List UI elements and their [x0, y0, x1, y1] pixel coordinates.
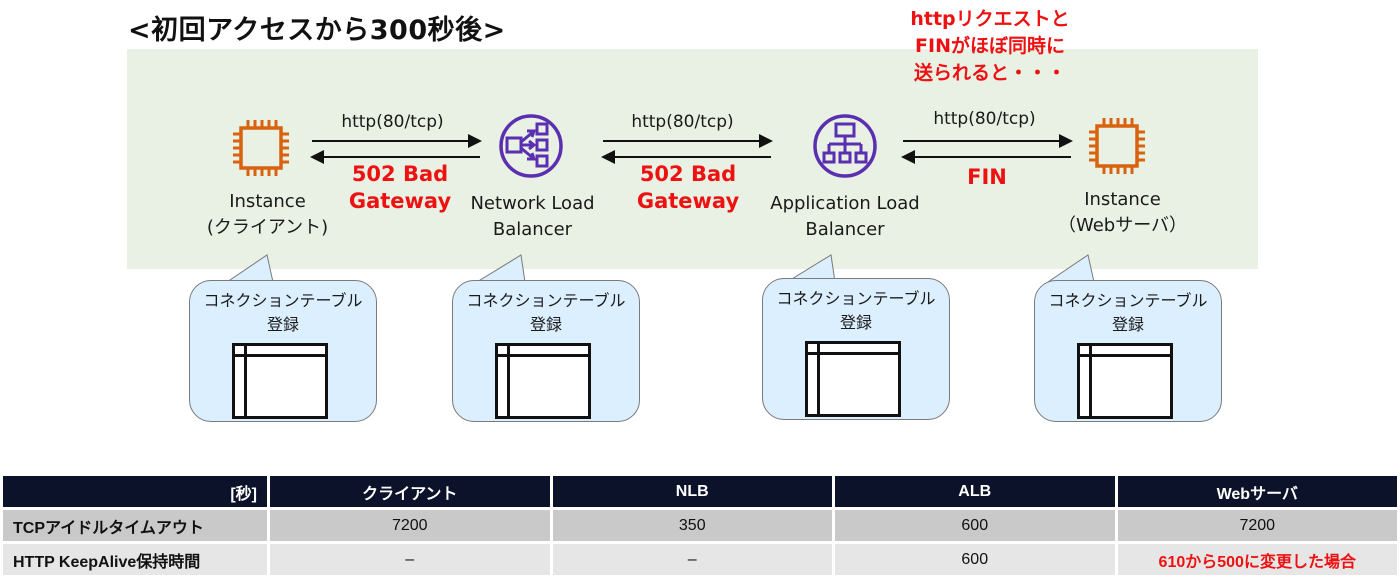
row-label: HTTP KeepAlive保持時間 — [3, 544, 267, 575]
link-3-backward-arrow — [901, 150, 1071, 164]
node-label-line: Application Load — [770, 193, 920, 214]
table-cell: – — [270, 544, 550, 575]
table-icon — [495, 343, 591, 419]
link-3-forward-arrow — [903, 134, 1073, 148]
node-label-line: Instance — [229, 191, 306, 212]
error-line: 502 Bad — [351, 162, 449, 186]
nlb-node — [497, 112, 565, 184]
alb-node — [811, 112, 879, 184]
connection-table-bubble: コネクションテーブル 登録 — [452, 250, 642, 430]
row-label: TCPアイドルタイムアウト — [3, 510, 267, 541]
table-cell: 7200 — [270, 510, 550, 541]
bubble-text-line: コネクションテーブル — [776, 289, 936, 308]
client-instance-node — [229, 116, 293, 184]
connection-table-bubble: コネクションテーブル 登録 — [1034, 250, 1224, 430]
connection-table-bubble: コネクションテーブル 登録 — [189, 250, 379, 430]
link-3-forward-label: http(80/tcp) — [933, 109, 1036, 129]
connection-table-bubble: コネクションテーブル 登録 — [762, 250, 952, 430]
table-row: TCPアイドルタイムアウト 7200 350 600 7200 — [3, 510, 1397, 541]
table-cell: 7200 — [1117, 510, 1397, 541]
annotation-note: httpリクエストと FINがほぼ同時に 送られると・・・ — [860, 6, 1120, 87]
note-line: 送られると・・・ — [913, 62, 1066, 84]
page-title: <初回アクセスから300秒後> — [128, 15, 506, 46]
header-webserver: Webサーバ — [1117, 476, 1397, 507]
error-line: Gateway — [348, 189, 452, 213]
table-cell: – — [552, 544, 832, 575]
header-alb: ALB — [835, 476, 1115, 507]
nlb-label: Network Load Balancer — [445, 191, 620, 243]
table-cell: 600 — [835, 544, 1115, 575]
node-label-line: Network Load — [470, 193, 595, 214]
application-load-balancer-icon — [813, 114, 877, 178]
link-1-error: 502 Bad Gateway — [330, 161, 470, 215]
link-1-forward-arrow — [312, 134, 482, 148]
bubble-text-line: 登録 — [839, 313, 872, 332]
webserver-instance-node — [1085, 114, 1149, 182]
bubble-text-line: コネクションテーブル — [466, 291, 626, 310]
link-2-backward-arrow — [601, 150, 771, 164]
table-icon — [805, 341, 901, 417]
table-cell-highlight: 610から500に変更した場合 — [1117, 544, 1397, 575]
error-line: Gateway — [636, 189, 740, 213]
ec2-instance-icon — [1089, 118, 1145, 174]
link-2-error: 502 Bad Gateway — [618, 161, 758, 215]
table-row: HTTP KeepAlive保持時間 – – 600 610から500に変更した… — [3, 544, 1397, 575]
note-line: FINがほぼ同時に — [915, 35, 1065, 57]
link-1-forward-label: http(80/tcp) — [341, 112, 444, 132]
header-nlb: NLB — [552, 476, 832, 507]
link-3-fin: FIN — [967, 165, 1007, 189]
table-cell: 350 — [552, 510, 832, 541]
node-label-line: (クライアント) — [206, 217, 329, 238]
bubble-text-line: 登録 — [266, 315, 299, 334]
alb-label: Application Load Balancer — [755, 191, 935, 243]
node-label-line: Balancer — [805, 219, 885, 240]
ec2-instance-icon — [233, 120, 289, 176]
node-label-line: （Webサーバ） — [1057, 215, 1188, 236]
network-load-balancer-icon — [499, 114, 563, 178]
link-2-forward-label: http(80/tcp) — [631, 112, 734, 132]
bubble-text-line: 登録 — [1111, 315, 1144, 334]
bubble-text-line: 登録 — [529, 315, 562, 334]
error-line: 502 Bad — [639, 162, 737, 186]
bubble-text-line: コネクションテーブル — [203, 291, 363, 310]
timeout-table: [秒] クライアント NLB ALB Webサーバ TCPアイドルタイムアウト … — [0, 473, 1400, 578]
header-unit: [秒] — [3, 476, 267, 507]
note-line: httpリクエストと — [910, 8, 1070, 30]
header-client: クライアント — [270, 476, 550, 507]
link-2-forward-arrow — [603, 134, 773, 148]
bubble-text-line: コネクションテーブル — [1048, 291, 1208, 310]
link-1-backward-arrow — [310, 150, 480, 164]
table-header-row: [秒] クライアント NLB ALB Webサーバ — [3, 476, 1397, 507]
node-label-line: Balancer — [492, 219, 573, 240]
table-icon — [232, 343, 328, 419]
table-cell: 600 — [835, 510, 1115, 541]
client-label: Instance (クライアント) — [180, 189, 355, 241]
node-label-line: Instance — [1084, 189, 1161, 210]
table-icon — [1077, 343, 1173, 419]
webserver-label: Instance （Webサーバ） — [1035, 187, 1210, 239]
